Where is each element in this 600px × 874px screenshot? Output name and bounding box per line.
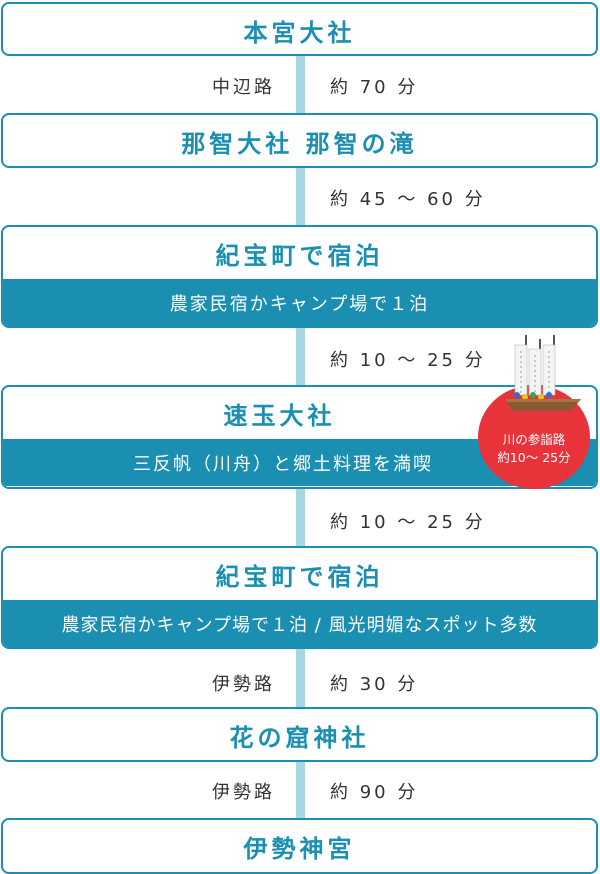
connector-route: 伊勢路 bbox=[212, 674, 275, 695]
step-title: 花の窟神社 bbox=[229, 723, 370, 752]
connector-route: 中辺路 bbox=[212, 77, 275, 98]
step-subtitle: 農家民宿かキャンプ場で１泊 bbox=[3, 279, 596, 326]
step-title: 紀宝町で宿泊 bbox=[215, 562, 384, 591]
step-title: 那智大社 那智の滝 bbox=[181, 129, 418, 158]
step-kiho-stay-1: 紀宝町で宿泊 農家民宿かキャンプ場で１泊 bbox=[1, 225, 598, 328]
step-ise-jingu: 伊勢神宮 bbox=[1, 818, 598, 874]
step-nachi-taisha: 那智大社 那智の滝 bbox=[1, 113, 598, 168]
sanhanbo-boat-icon bbox=[505, 335, 581, 411]
badge-line1: 川の参詣路 bbox=[502, 432, 566, 447]
connector-time: 約 10 〜 25 分 bbox=[330, 350, 486, 371]
step-title: 伊勢神宮 bbox=[243, 834, 356, 863]
step-hananoiwaya-jinja: 花の窟神社 bbox=[1, 707, 598, 762]
step-title: 紀宝町で宿泊 bbox=[215, 241, 384, 270]
connector-time: 約 30 分 bbox=[330, 674, 419, 695]
step-title: 速玉大社 bbox=[223, 401, 336, 430]
connector-time: 約 10 〜 25 分 bbox=[330, 512, 486, 533]
step-kiho-stay-2: 紀宝町で宿泊 農家民宿かキャンプ場で１泊 / 風光明媚なスポット多数 bbox=[1, 546, 598, 649]
connector-time: 約 45 〜 60 分 bbox=[330, 189, 486, 210]
connector-route: 伊勢路 bbox=[212, 782, 275, 803]
step-title: 本宮大社 bbox=[243, 18, 356, 47]
connector-time: 約 70 分 bbox=[330, 77, 419, 98]
connector-time: 約 90 分 bbox=[330, 782, 419, 803]
step-hongu-taisha: 本宮大社 bbox=[1, 2, 598, 56]
badge-line2: 約10〜 25分 bbox=[497, 450, 571, 465]
step-subtitle: 農家民宿かキャンプ場で１泊 / 風光明媚なスポット多数 bbox=[3, 600, 596, 647]
badge-text: 川の参詣路 約10〜 25分 bbox=[478, 431, 590, 467]
